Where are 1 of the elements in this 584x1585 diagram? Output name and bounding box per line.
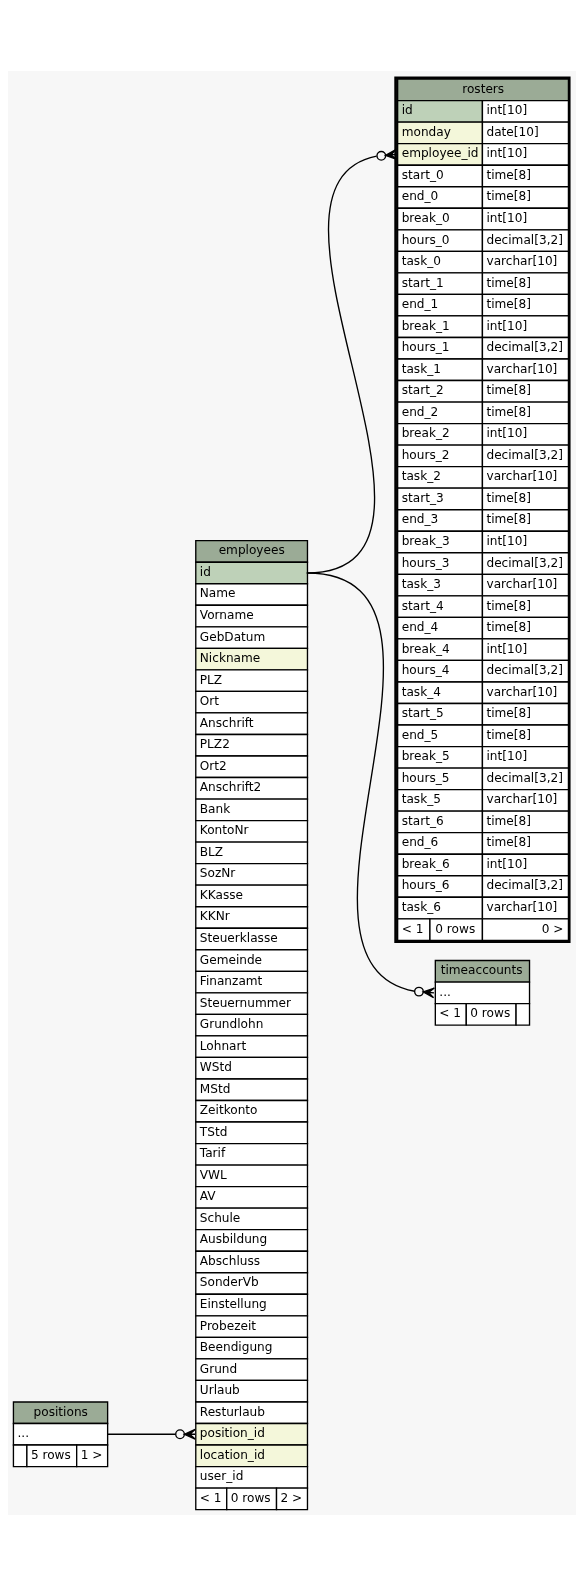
node-text: employees id Name Vorname GebDatum Nickname PLZ Ort Anschrift PLZ2 Ort2 Anschrift2 Bank KontoNr BLZ SozNr KKasse KKNr Steuerklasse Gemeinde Finanzamt Steuernummer Grundlohn Lohnart WStd MStd Zeitkonto TStd Tarif VWL AV Schule Ausbildung Abschluss SonderVb Einstellung Probezeit Beendigung Grund Urlaub Resturlaub position_id location_id user_id < 1 0 rows 2 > — [199, 542, 303, 1505]
